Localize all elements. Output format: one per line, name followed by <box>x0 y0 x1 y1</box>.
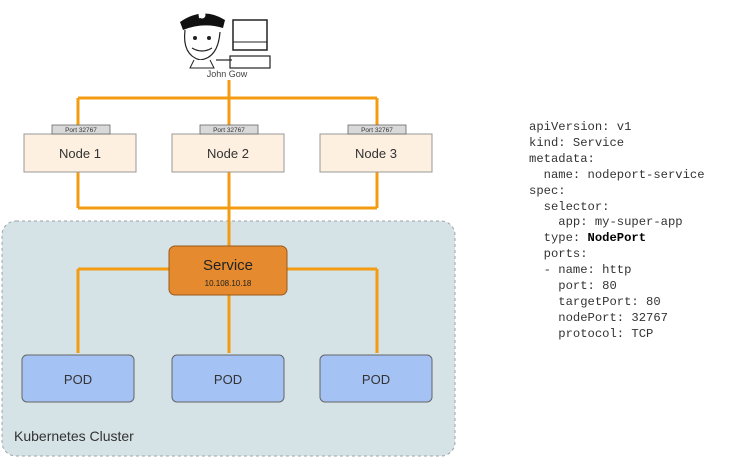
yaml-line: kind: Service <box>529 135 625 150</box>
pod-label: POD <box>214 372 242 387</box>
node-port-label: Port 32767 <box>213 127 245 134</box>
yaml-line: selector: <box>529 199 610 214</box>
yaml-line: targetPort: 80 <box>529 294 661 309</box>
service-title: Service <box>203 257 253 274</box>
pirate-user-at-computer-icon <box>180 11 271 69</box>
yaml-line: metadata: <box>529 151 595 166</box>
node-2: Port 32767 Node 2 <box>171 124 285 173</box>
node-1: Port 32767 Node 1 <box>23 124 137 173</box>
node-label: Node 2 <box>207 146 249 161</box>
yaml-line: protocol: TCP <box>529 326 654 341</box>
node-label: Node 3 <box>355 146 397 161</box>
yaml-line: - name: http <box>529 263 632 278</box>
yaml-line: nodePort: 32767 <box>529 310 668 325</box>
service-ip: 10.108.10.18 <box>205 279 252 288</box>
pod-3: POD <box>319 354 433 403</box>
pod-1: POD <box>21 354 135 403</box>
node-port-label: Port 32767 <box>361 127 393 134</box>
node-3: Port 32767 Node 3 <box>319 124 433 173</box>
yaml-line: apiVersion: v1 <box>529 120 632 134</box>
yaml-line: ports: <box>529 247 588 262</box>
yaml-line: type: <box>529 231 588 246</box>
node-port-badge <box>347 124 407 135</box>
yaml-line: port: 80 <box>529 279 617 294</box>
yaml-line: app: my-super-app <box>529 215 683 230</box>
node-port-badge <box>51 124 111 135</box>
service-yaml-manifest: apiVersion: v1 kind: Service metadata: n… <box>529 120 705 343</box>
cluster-label: Kubernetes Cluster <box>14 428 134 444</box>
pod-label: POD <box>64 372 92 387</box>
user-name-label: John Gow <box>207 69 248 79</box>
yaml-line: name: nodeport-service <box>529 167 705 182</box>
pod-label: POD <box>362 372 390 387</box>
node-port-label: Port 32767 <box>65 127 97 134</box>
yaml-line: spec: <box>529 183 566 198</box>
service-box: Service 10.108.10.18 <box>168 245 288 296</box>
pod-2: POD <box>171 354 285 403</box>
node-label: Node 1 <box>59 146 101 161</box>
yaml-type-value: NodePort <box>587 231 647 246</box>
node-port-badge <box>199 124 259 135</box>
